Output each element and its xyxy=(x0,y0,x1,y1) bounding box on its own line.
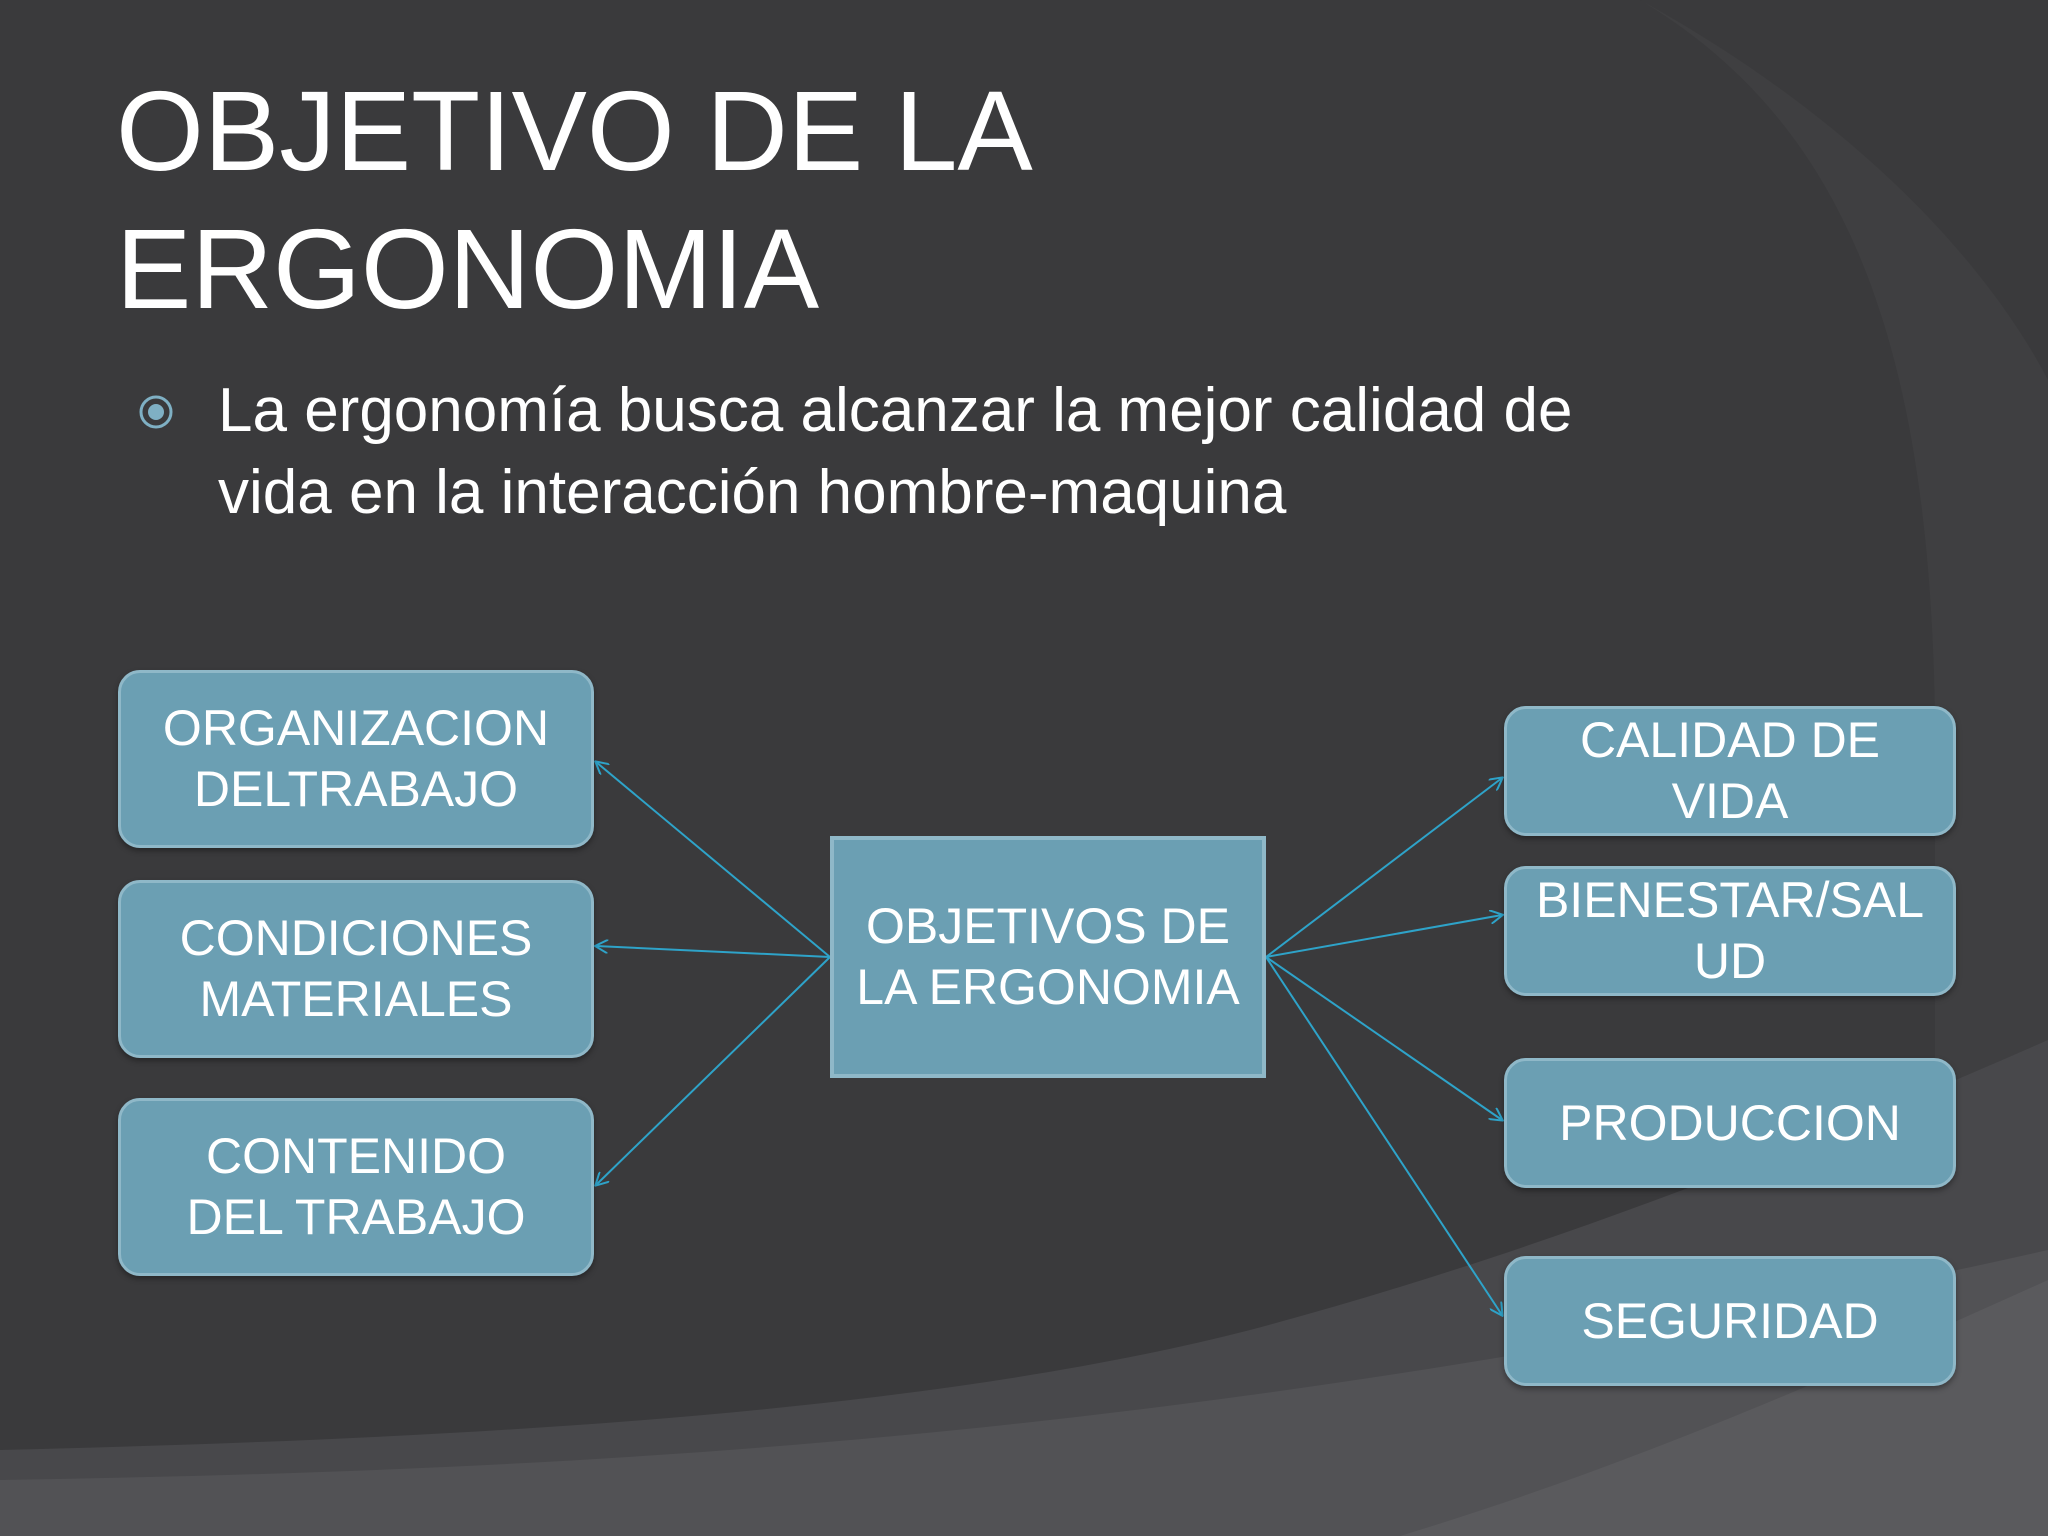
arrow-to-condiciones xyxy=(596,946,831,958)
node-seguridad: SEGURIDAD xyxy=(1504,1256,1956,1386)
arrow-to-bienestar xyxy=(1265,915,1502,958)
slide-title-line-2: ERGONOMIA xyxy=(116,206,820,332)
slide-title: OBJETIVO DE LA ERGONOMIA xyxy=(116,62,1616,338)
bullet-line-2: vida en la interacción hombre-maquina xyxy=(218,458,1287,527)
node-text-line-2: MATERIALES xyxy=(199,971,513,1027)
node-text-line-1: OBJETIVOS DE xyxy=(866,898,1230,954)
node-text-line-2: UD xyxy=(1693,933,1767,989)
node-text-line-2: DELTRABAJO xyxy=(193,761,519,817)
node-organizacion-del-trabajo: ORGANIZACION DELTRABAJO xyxy=(118,670,594,848)
bullet-line-1: La ergonomía busca alcanzar la mejor cal… xyxy=(218,376,1573,445)
node-text-line-1: CONDICIONES xyxy=(179,910,533,966)
bullet-text: La ergonomía busca alcanzar la mejor cal… xyxy=(218,370,1818,534)
node-bienestar-salud: BIENESTAR/SAL UD xyxy=(1504,866,1956,996)
node-text-line-1: SEGURIDAD xyxy=(1581,1292,1879,1349)
node-text-line-2: VIDA xyxy=(1671,773,1789,829)
arrow-to-calidad xyxy=(1265,778,1502,958)
node-calidad-de-vida: CALIDAD DE VIDA xyxy=(1504,706,1956,836)
node-text-line-1: ORGANIZACION xyxy=(162,700,550,756)
arrow-to-produccion xyxy=(1265,956,1502,1120)
arrow-to-seguridad xyxy=(1265,956,1502,1315)
arrow-to-contenido xyxy=(596,956,831,1185)
node-text-line-2: LA ERGONOMIA xyxy=(856,959,1240,1015)
node-contenido-del-trabajo: CONTENIDO DEL TRABAJO xyxy=(118,1098,594,1276)
slide-title-line-1: OBJETIVO DE LA xyxy=(116,68,1033,194)
arrow-to-organizacion xyxy=(596,762,831,958)
node-objetivos-de-la-ergonomia: OBJETIVOS DE LA ERGONOMIA xyxy=(830,836,1266,1078)
circle-bullet-icon xyxy=(139,395,173,429)
node-text-line-1: CALIDAD DE xyxy=(1579,712,1881,768)
node-produccion: PRODUCCION xyxy=(1504,1058,1956,1188)
node-text-line-1: BIENESTAR/SAL xyxy=(1535,872,1925,928)
node-condiciones-materiales: CONDICIONES MATERIALES xyxy=(118,880,594,1058)
node-text-line-1: PRODUCCION xyxy=(1559,1094,1901,1151)
node-text-line-2: DEL TRABAJO xyxy=(186,1189,526,1245)
node-text-line-1: CONTENIDO xyxy=(206,1128,506,1184)
